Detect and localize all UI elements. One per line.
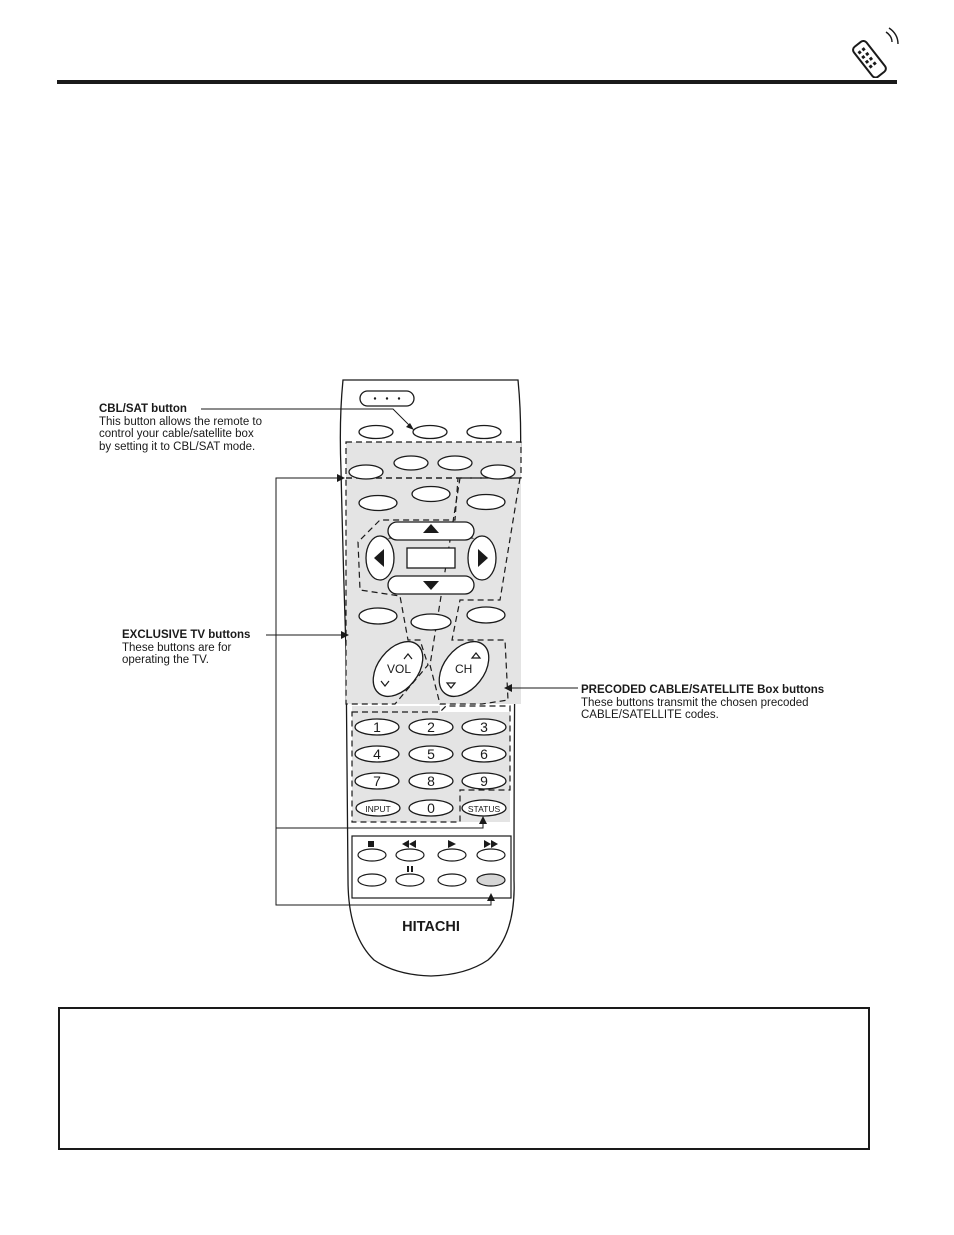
key-0-label: 0 xyxy=(427,800,435,816)
cblsat-callout: CBL/SAT button This button allows the re… xyxy=(99,403,299,453)
precoded-arrowhead xyxy=(504,684,512,692)
mode-button-3 xyxy=(466,424,502,440)
header-rule xyxy=(57,80,897,84)
stop-button xyxy=(357,848,387,862)
tv-button-j xyxy=(466,606,506,624)
note-box xyxy=(58,1007,870,1150)
transport-arrowhead xyxy=(487,893,495,901)
arrow-left-icon xyxy=(374,549,384,567)
fast-forward-button xyxy=(476,848,506,862)
remote-control-icon xyxy=(852,27,899,78)
record-button xyxy=(357,873,387,887)
transport-button-7 xyxy=(437,873,467,887)
rewind-button xyxy=(395,848,425,862)
stop-icon xyxy=(368,841,374,847)
key-5-label: 5 xyxy=(427,746,435,762)
key-0 xyxy=(408,799,454,817)
fast-forward-icon xyxy=(484,840,491,848)
input-button xyxy=(355,799,401,817)
key-9 xyxy=(461,772,507,790)
tv-button-i xyxy=(410,613,452,631)
pause-icon xyxy=(407,866,409,872)
cblsat-arrowhead xyxy=(406,423,414,430)
key-8-label: 8 xyxy=(427,773,435,789)
tv-button-d xyxy=(480,464,516,480)
key-7-label: 7 xyxy=(373,773,381,789)
tv-button-c xyxy=(437,455,473,471)
vol-down-icon xyxy=(380,680,390,687)
brand-logo: HITACHI xyxy=(402,919,460,935)
cblsat-callout-body: This button allows the remote to control… xyxy=(99,415,262,453)
vol-up-icon xyxy=(403,653,413,660)
exclusive-callout-title: EXCLUSIVE TV buttons xyxy=(122,629,251,641)
ch-down-icon xyxy=(445,682,457,689)
dpad-center-screen xyxy=(406,547,456,569)
key-4-label: 4 xyxy=(373,746,381,762)
ch-label: CH xyxy=(455,662,472,676)
key-2 xyxy=(408,718,454,736)
ch-up-icon xyxy=(470,652,482,659)
vol-rocker xyxy=(372,640,424,698)
key-4 xyxy=(354,745,400,763)
exclusive-callout-body: These buttons are for operating the TV. xyxy=(122,641,232,667)
exclusive-mid-arrowhead xyxy=(341,631,349,639)
key-8 xyxy=(408,772,454,790)
key-5 xyxy=(408,745,454,763)
rewind-icon xyxy=(402,840,409,848)
tv-button-f xyxy=(411,485,451,503)
pause-button xyxy=(395,873,425,887)
transport-button-8 xyxy=(476,873,506,887)
key-6 xyxy=(461,745,507,763)
precoded-callout-title: PRECODED CABLE/SATELLITE Box buttons xyxy=(581,684,825,696)
cbl-sat-button xyxy=(412,424,448,440)
tv-button-a xyxy=(348,464,384,480)
input-label: INPUT xyxy=(365,804,391,814)
cblsat-callout-title: CBL/SAT button xyxy=(99,403,187,415)
key-3-label: 3 xyxy=(480,719,488,735)
key-1 xyxy=(354,718,400,736)
vol-label: VOL xyxy=(387,662,411,676)
status-label: STATUS xyxy=(468,804,501,814)
tv-button-g xyxy=(466,493,506,511)
arrow-down-icon xyxy=(423,581,439,590)
status-button xyxy=(461,799,507,817)
tv-button-h xyxy=(358,607,398,625)
key-9-label: 9 xyxy=(480,773,488,789)
key-7 xyxy=(354,772,400,790)
tv-button-b xyxy=(393,455,429,471)
precoded-callout-body: These buttons transmit the chosen precod… xyxy=(581,696,809,722)
remote-diagram: VOL CH 1 2 3 4 5 6 7 8 9 0 INPUT STATUS … xyxy=(201,379,578,977)
play-button xyxy=(437,848,467,862)
play-icon xyxy=(448,840,456,848)
tv-button-e xyxy=(358,494,398,512)
key-6-label: 6 xyxy=(480,746,488,762)
exclusive-top-arrowhead xyxy=(337,474,345,482)
precoded-callout: PRECODED CABLE/SATELLITE Box buttons The… xyxy=(581,684,881,722)
arrow-up-icon xyxy=(423,524,439,533)
key-2-label: 2 xyxy=(427,719,435,735)
key-3 xyxy=(461,718,507,736)
key-1-label: 1 xyxy=(373,719,381,735)
mode-button-1 xyxy=(358,424,394,440)
arrow-right-icon xyxy=(478,549,488,567)
exclusive-callout: EXCLUSIVE TV buttons These buttons are f… xyxy=(122,629,282,667)
cblsat-leader xyxy=(201,408,412,428)
status-arrowhead xyxy=(479,816,487,824)
